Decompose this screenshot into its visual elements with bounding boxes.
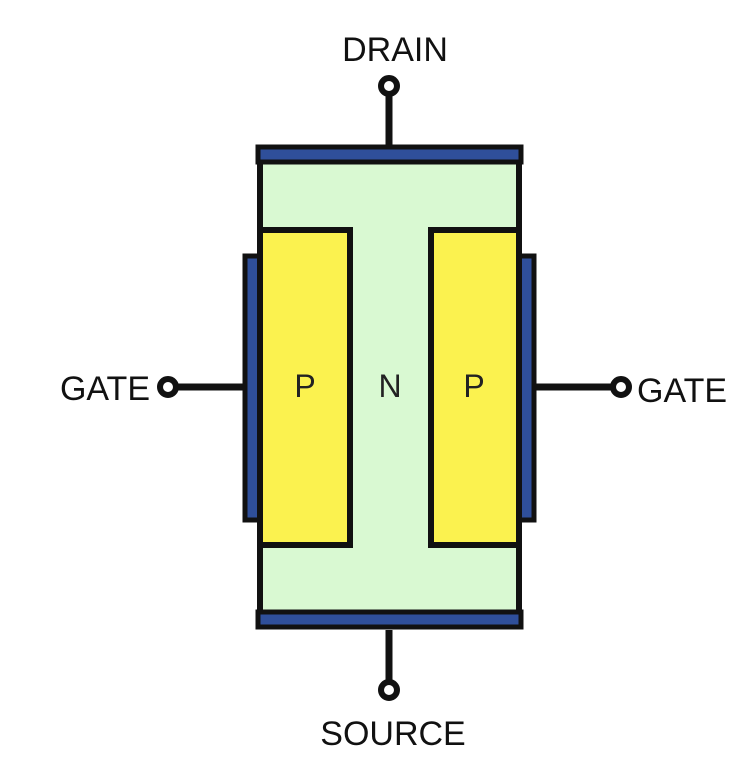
gate-right-terminal xyxy=(610,376,632,398)
gate-right-label: GATE xyxy=(637,372,727,410)
p-region-left xyxy=(257,227,353,548)
drain-terminal xyxy=(378,75,400,97)
drain-contact xyxy=(255,144,524,165)
drain-label: DRAIN xyxy=(342,31,448,69)
gate-left-terminal xyxy=(157,376,179,398)
n-channel-label: N xyxy=(378,368,401,404)
gate-left-label: GATE xyxy=(60,370,150,408)
p-region-left-label: P xyxy=(294,368,315,404)
source-terminal xyxy=(378,679,400,701)
source-contact xyxy=(255,609,524,630)
source-label: SOURCE xyxy=(320,715,465,753)
p-region-right-label: P xyxy=(463,368,484,404)
p-region-right xyxy=(428,227,522,548)
